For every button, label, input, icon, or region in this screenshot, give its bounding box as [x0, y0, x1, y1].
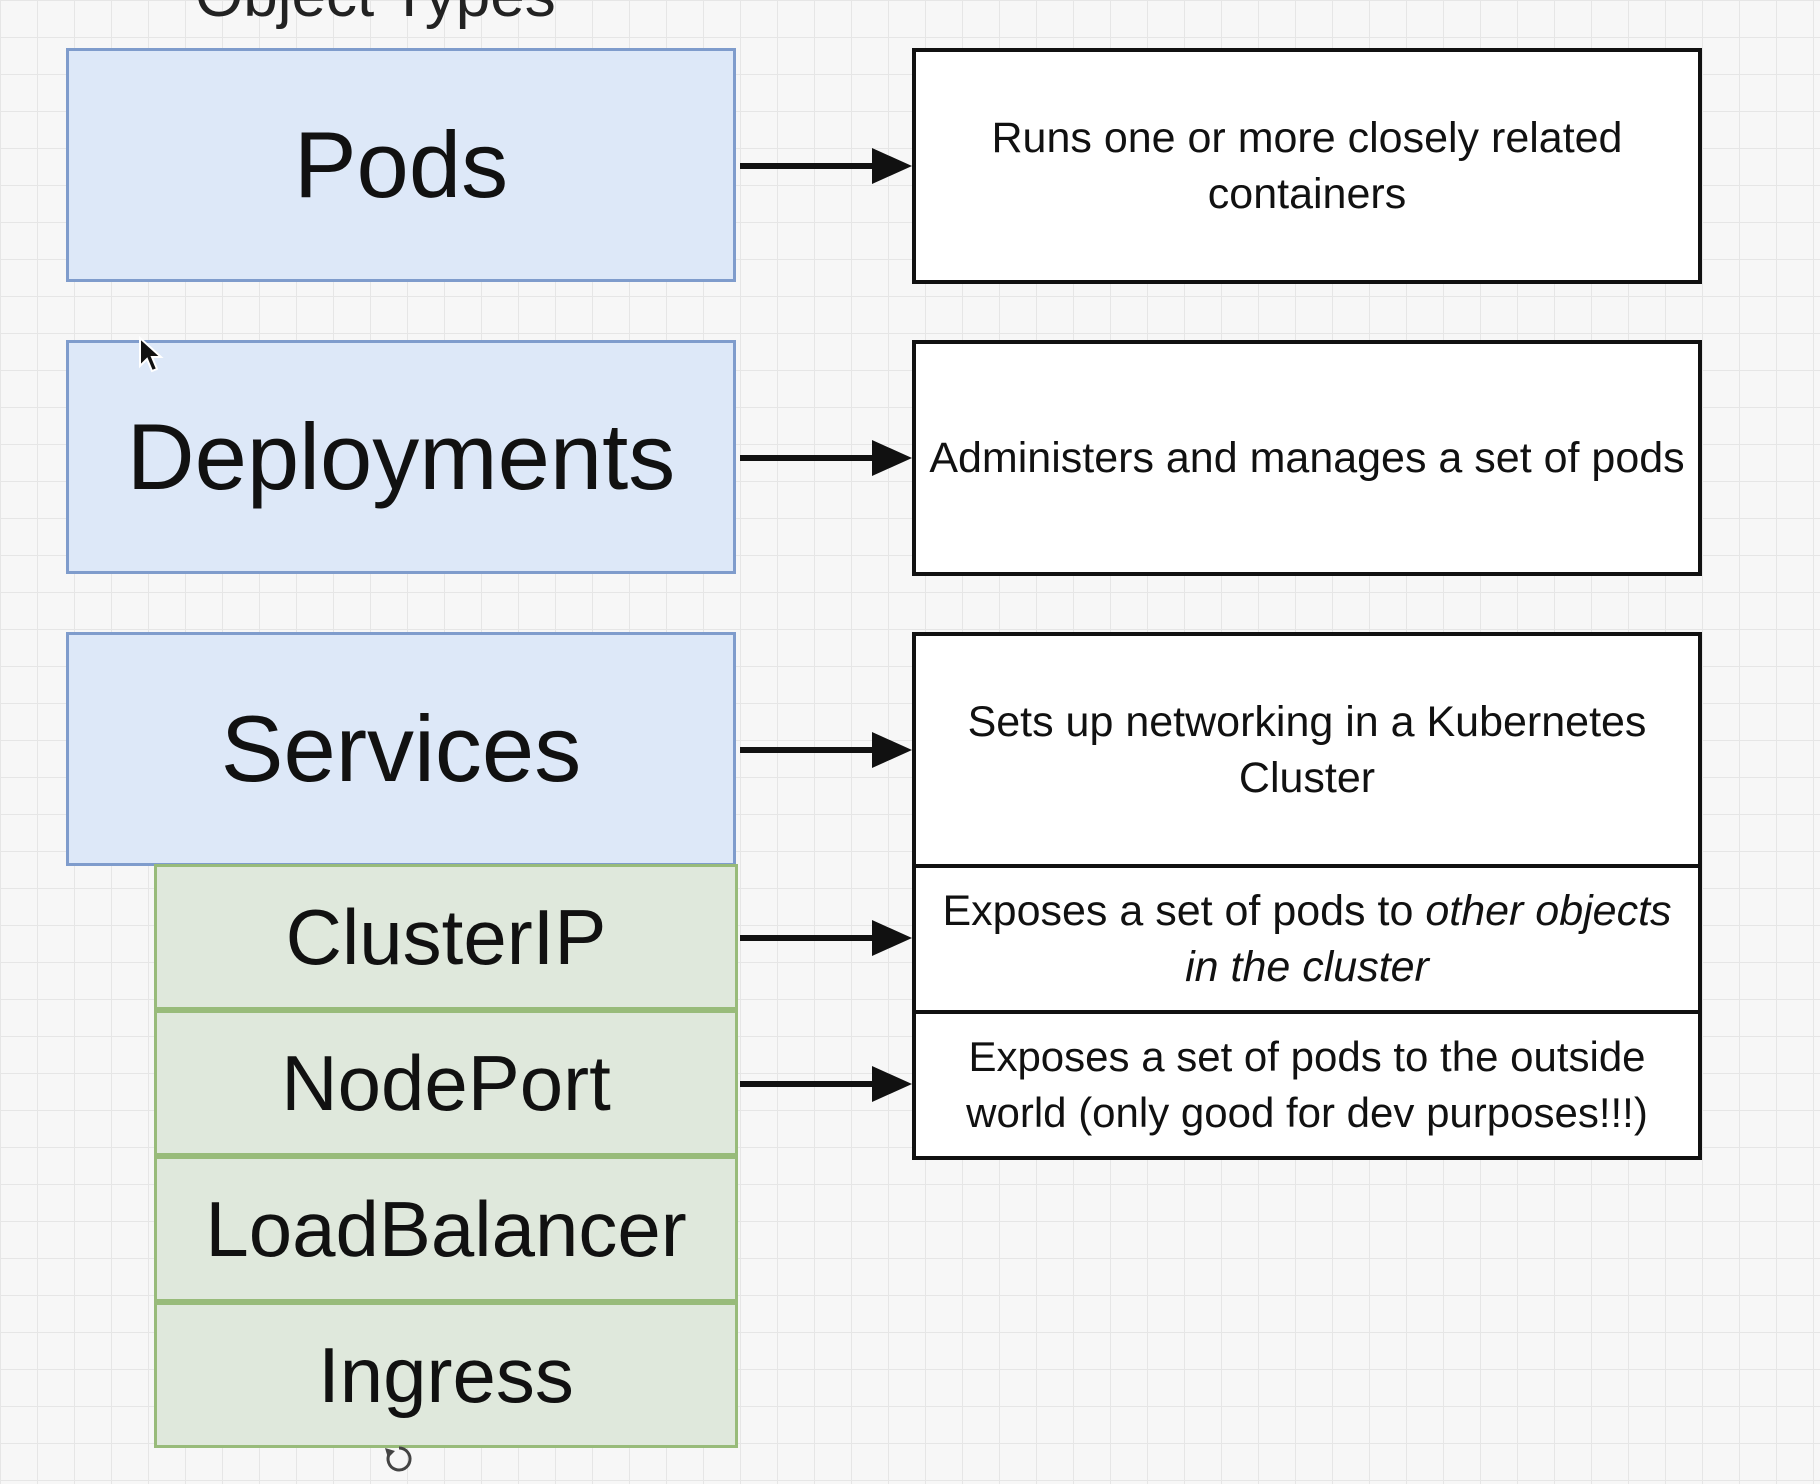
pods-box[interactable]: Pods [66, 48, 736, 282]
nodeport-label: NodePort [281, 1038, 611, 1127]
deployments-arrow [740, 440, 912, 476]
clusterip-description-prefix: Exposes a set of pods to [942, 887, 1426, 935]
loadbalancer-box[interactable]: LoadBalancer [154, 1156, 738, 1302]
deployments-label: Deployments [126, 404, 676, 509]
clusterip-label: ClusterIP [285, 892, 607, 981]
clusterip-arrow [740, 920, 912, 956]
clusterip-description-emphasis: other objects in the cluster [1185, 887, 1672, 991]
clusterip-box[interactable]: ClusterIP [154, 864, 738, 1010]
services-description-box[interactable]: Sets up networking in a Kubernetes Clust… [912, 632, 1702, 868]
pods-description-box[interactable]: Runs one or more closely related contain… [912, 48, 1702, 284]
deployments-description: Administers and manages a set of pods [929, 434, 1685, 482]
clusterip-description-box[interactable]: Exposes a set of pods to other objects i… [912, 864, 1702, 1014]
deployments-description-box[interactable]: Administers and manages a set of pods [912, 340, 1702, 576]
mouse-pointer-icon [139, 336, 164, 373]
rotate-handle-icon[interactable] [382, 1442, 416, 1476]
nodeport-description: Exposes a set of pods to the outside wor… [966, 1033, 1648, 1136]
ingress-label: Ingress [318, 1330, 574, 1419]
ingress-box[interactable]: Ingress [154, 1302, 738, 1448]
nodeport-arrow [740, 1066, 912, 1102]
loadbalancer-label: LoadBalancer [205, 1184, 687, 1273]
nodeport-box[interactable]: NodePort [154, 1010, 738, 1156]
nodeport-description-box[interactable]: Exposes a set of pods to the outside wor… [912, 1010, 1702, 1160]
services-box[interactable]: Services [66, 632, 736, 866]
deployments-box[interactable]: Deployments [66, 340, 736, 574]
services-arrow [740, 732, 912, 768]
services-label: Services [220, 696, 582, 801]
diagram-title: Object Types [195, 0, 556, 31]
pods-description: Runs one or more closely related contain… [991, 114, 1623, 218]
clusterip-description: Exposes a set of pods to other objects i… [928, 883, 1686, 995]
pods-label: Pods [293, 112, 509, 217]
pods-arrow [740, 148, 912, 184]
services-description: Sets up networking in a Kubernetes Clust… [967, 698, 1647, 802]
